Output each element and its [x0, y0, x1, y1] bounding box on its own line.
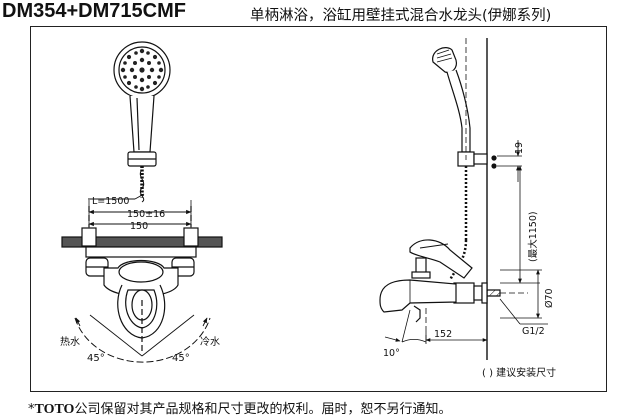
- shower-head-front: [113, 41, 171, 99]
- footer-star: *: [28, 402, 35, 417]
- side-view: [379, 38, 548, 360]
- bracket-dimension: 19: [514, 142, 525, 154]
- spout-dimension: 152: [434, 329, 452, 340]
- angle-right-label: 45°: [172, 353, 190, 364]
- product-description: 单柄淋浴，浴缸用壁挂式混合水龙头(伊娜系列): [250, 8, 552, 24]
- footer-text: 公司保留对其产品规格和尺寸更改的权利。届时，恕不另行通知。: [74, 402, 452, 417]
- recommend-note: ( ) 建议安装尺寸: [482, 366, 556, 379]
- diameter-dimension: Ø70: [544, 288, 555, 308]
- thread-dimension: G1/2: [522, 326, 545, 337]
- hose-length-label: L=1500: [92, 196, 129, 207]
- front-view: [61, 41, 223, 363]
- hot-water-label: 热水: [60, 335, 80, 348]
- angle-dimension: 10°: [383, 348, 400, 359]
- model-number: DM354+DM715CMF: [2, 0, 186, 22]
- footer-disclaimer: *TOTO公司保留对其产品规格和尺寸更改的权利。届时，恕不另行通知。: [28, 398, 451, 418]
- width-tolerance-label: 150±16: [127, 209, 165, 220]
- title-bar: DM354+DM715CMF 单柄淋浴，浴缸用壁挂式混合水龙头(伊娜系列): [0, 0, 630, 26]
- drawing-frame: [30, 26, 607, 392]
- brand-name: TOTO: [34, 402, 75, 417]
- width-label: 150: [130, 221, 148, 232]
- cold-water-label: 冷水: [200, 335, 220, 348]
- angle-left-label: 45°: [87, 353, 105, 364]
- height-dimension: (最大1150): [527, 211, 539, 262]
